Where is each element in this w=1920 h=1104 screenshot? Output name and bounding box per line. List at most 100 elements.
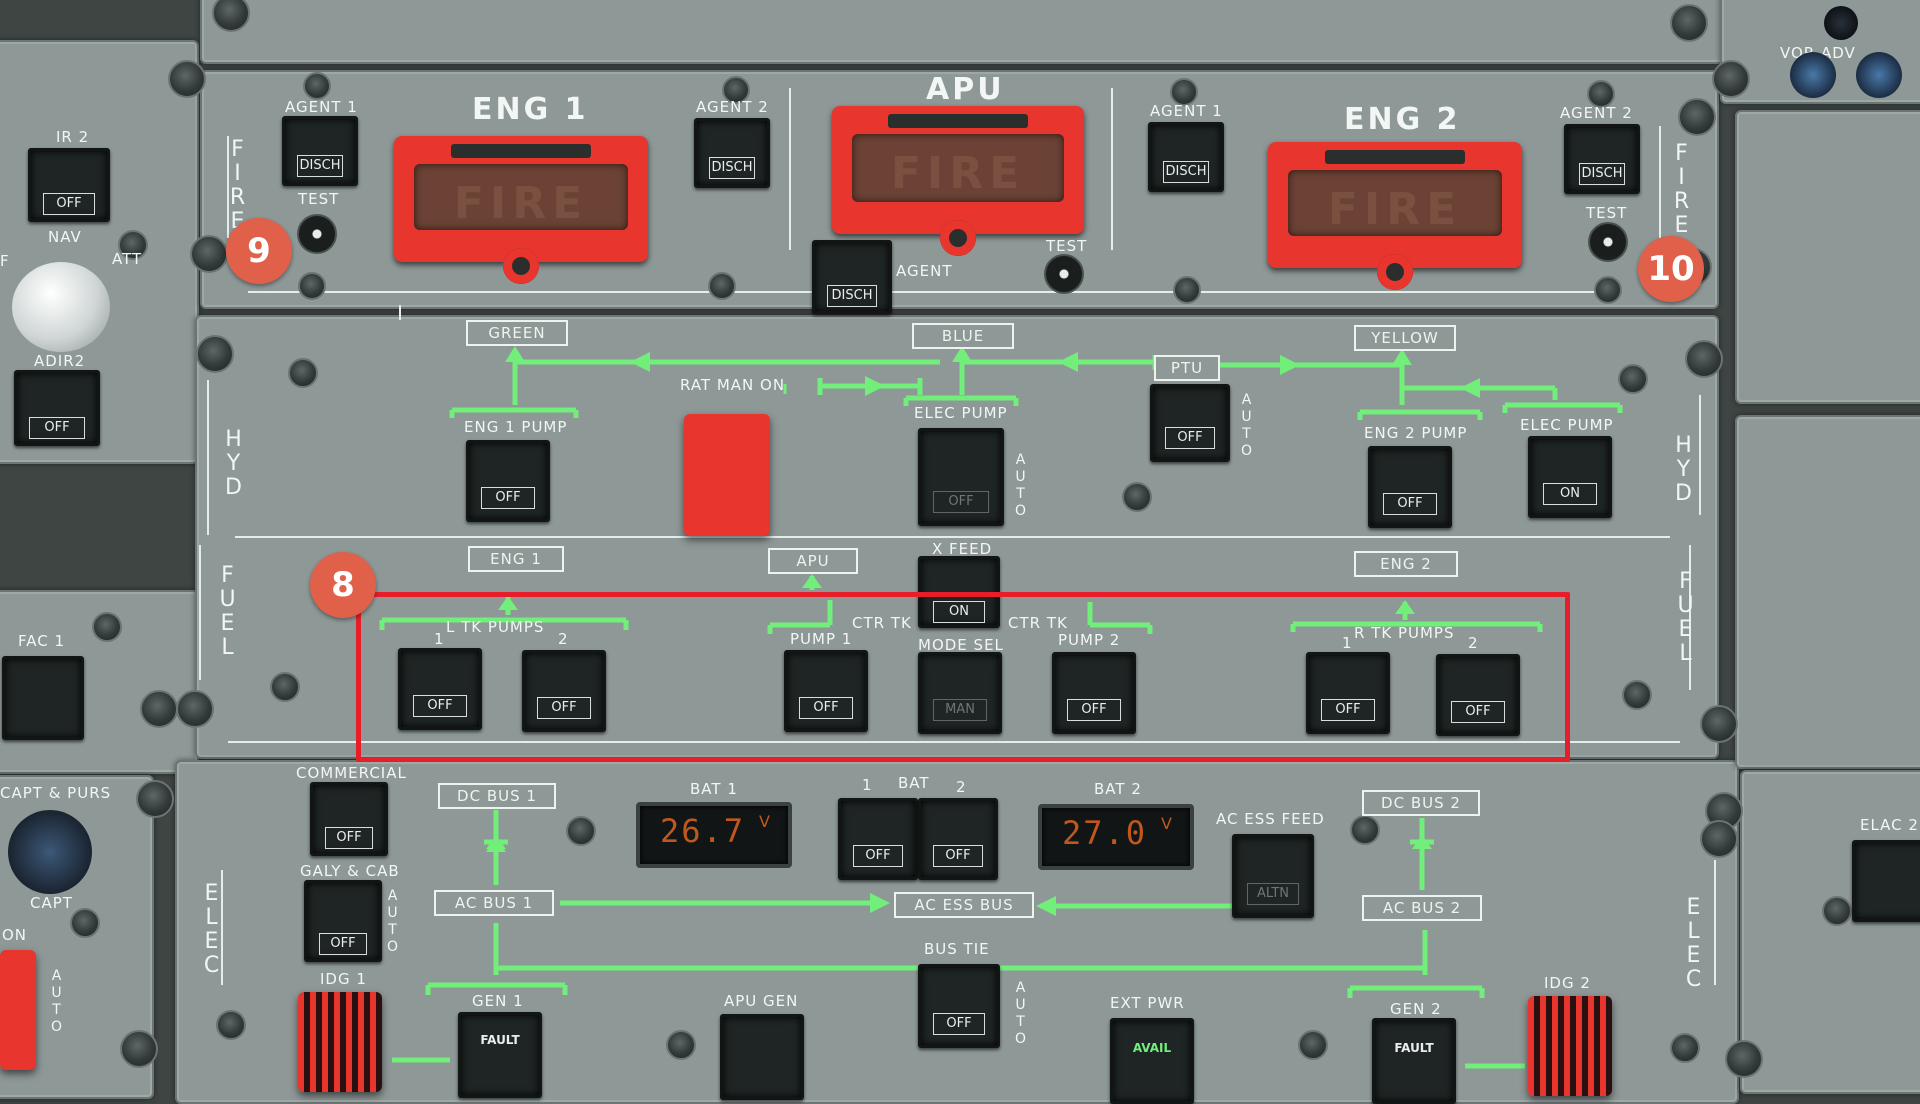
r-tk-pump1-number: 1 xyxy=(1342,634,1353,652)
apu-test-label: TEST xyxy=(1046,237,1088,255)
l-tk-pump2-button[interactable]: OFF xyxy=(522,650,606,732)
capt-purs-selector-knob[interactable] xyxy=(8,810,92,894)
disch-legend: DISCH xyxy=(297,155,343,177)
fire-handle-window: FIRE xyxy=(1288,170,1502,236)
panel-screw xyxy=(136,780,174,818)
bat-2-number: 2 xyxy=(956,778,967,796)
idg2-guard[interactable] xyxy=(1528,996,1612,1096)
l-tk-pump1-number: 1 xyxy=(434,630,445,648)
bat2-label: BAT 2 xyxy=(1094,780,1142,798)
eng1-fire-test-button[interactable] xyxy=(297,214,337,254)
gen2-button[interactable]: FAULT xyxy=(1372,1018,1456,1104)
bus-tie-auto-label: AUTO xyxy=(1014,980,1028,1047)
eng1-pump-button[interactable]: OFF xyxy=(466,440,550,522)
off-legend: OFF xyxy=(413,695,467,717)
eng2-agent1-disch-button[interactable]: DISCH xyxy=(1148,122,1224,192)
fuel-eng2-label: ENG 2 xyxy=(1354,551,1458,577)
ctr-tk-pump1-button[interactable]: OFF xyxy=(784,650,868,732)
man-legend: MAN xyxy=(933,699,987,721)
off-legend: OFF xyxy=(933,1013,985,1035)
fac1-button[interactable] xyxy=(2,656,84,740)
adir2-mode-selector-knob[interactable] xyxy=(12,262,110,352)
bat1-voltage-value: 26.7 xyxy=(660,812,746,850)
adir2-button[interactable]: OFF xyxy=(14,370,100,446)
panel-fastener xyxy=(666,1030,696,1060)
eng1-agent2-disch-button[interactable]: DISCH xyxy=(694,118,770,188)
left-red-guard[interactable] xyxy=(0,950,36,1070)
ac-ess-feed-button[interactable]: ALTN xyxy=(1232,834,1314,918)
hyd-side-label-left: HYD xyxy=(225,427,243,500)
ext-pwr-button[interactable]: AVAIL xyxy=(1110,1018,1194,1104)
mode-sel-button[interactable]: MAN xyxy=(918,652,1002,734)
panel-screw xyxy=(120,1030,158,1068)
panel-fastener xyxy=(1822,896,1852,926)
panel-screw xyxy=(1700,705,1738,743)
hyd-green-label: GREEN xyxy=(466,320,568,346)
panel-screw xyxy=(176,690,214,728)
eng2-fire-handle[interactable]: FIRE xyxy=(1268,142,1522,290)
panel-fastener xyxy=(303,72,331,100)
ir2-button[interactable]: OFF xyxy=(28,148,110,222)
ctr-tk-pump2-label: PUMP 2 xyxy=(1058,631,1121,649)
callout-badge-fire-left: 9 xyxy=(226,218,292,284)
panel-fastener xyxy=(288,358,318,388)
off-legend: OFF xyxy=(853,845,903,867)
apu-fire-test-button[interactable] xyxy=(1044,254,1084,294)
panel-fastener xyxy=(1298,1030,1328,1060)
r-tk-pumps-label: R TK PUMPS xyxy=(1354,624,1455,642)
rat-man-on-guard[interactable] xyxy=(684,414,770,536)
yellow-elec-pump-button[interactable]: ON xyxy=(1528,436,1612,518)
vor-adv-knob-right[interactable] xyxy=(1856,52,1902,98)
capt-purs-label: CAPT & PURS xyxy=(0,784,112,802)
fire-handle-text: FIRE xyxy=(1327,184,1463,235)
l-tk-pump1-button[interactable]: OFF xyxy=(398,648,482,730)
eng2-agent2-disch-button[interactable]: DISCH xyxy=(1564,124,1640,194)
elac2-button[interactable] xyxy=(1852,840,1920,922)
fire-handle-window: FIRE xyxy=(414,164,628,230)
gen1-label: GEN 1 xyxy=(472,992,524,1010)
vor-adv-knob-left[interactable] xyxy=(1790,52,1836,98)
bat2-button[interactable]: OFF xyxy=(918,798,998,880)
apu-fire-handle[interactable]: FIRE xyxy=(832,106,1084,256)
eng1-agent1-disch-button[interactable]: DISCH xyxy=(282,116,358,186)
panel-screw xyxy=(1670,4,1708,42)
commercial-button[interactable]: OFF xyxy=(310,782,388,856)
left-auto-label: AUTO xyxy=(50,968,64,1035)
r-tk-pump1-button[interactable]: OFF xyxy=(1306,652,1390,734)
fire-handle-latch xyxy=(451,144,591,158)
ctr-tk-pump2-button[interactable]: OFF xyxy=(1052,652,1136,734)
disch-legend: DISCH xyxy=(1579,163,1625,185)
panel-fastener xyxy=(92,612,122,642)
bus-tie-button[interactable]: OFF xyxy=(918,964,1000,1048)
galy-cab-button[interactable]: OFF xyxy=(304,880,382,962)
apu-agent-disch-button[interactable]: DISCH xyxy=(812,240,892,314)
adir2-label: ADIR2 xyxy=(34,352,86,370)
ac-ess-bus-label: AC ESS BUS xyxy=(894,892,1034,918)
gen1-button[interactable]: FAULT xyxy=(458,1012,542,1098)
eng2-fire-test-button[interactable] xyxy=(1588,222,1628,262)
nav-label: NAV xyxy=(48,228,82,246)
panel-fastener xyxy=(70,908,100,938)
dc-bus2-label: DC BUS 2 xyxy=(1362,790,1480,816)
right-panel-low xyxy=(1735,415,1920,769)
panel-fastener xyxy=(722,76,750,104)
eng2-pump-button[interactable]: OFF xyxy=(1368,446,1452,528)
gen2-label: GEN 2 xyxy=(1390,1000,1442,1018)
ctr-tk-label-left: CTR TK xyxy=(852,614,912,632)
idg1-guard[interactable] xyxy=(298,992,382,1092)
off-legend: OFF xyxy=(1165,427,1215,449)
blue-elec-pump-button[interactable]: OFF xyxy=(918,428,1004,526)
r-tk-pump2-button[interactable]: OFF xyxy=(1436,654,1520,736)
ctr-tk-pump1-label: PUMP 1 xyxy=(790,630,853,648)
bat1-button[interactable]: OFF xyxy=(838,798,918,880)
bat2-voltmeter: 27.0 V xyxy=(1038,804,1194,870)
top-knob[interactable] xyxy=(1824,6,1858,40)
eng1-fire-handle[interactable]: FIRE xyxy=(394,136,648,284)
apu-gen-button[interactable] xyxy=(720,1014,804,1100)
panel-fastener xyxy=(566,816,596,846)
disch-legend: DISCH xyxy=(827,285,877,307)
eng1-agent2-label: AGENT 2 xyxy=(696,98,769,116)
panel-screw xyxy=(140,690,178,728)
callout-badge-fuel: 8 xyxy=(310,552,376,618)
ptu-button[interactable]: OFF xyxy=(1150,384,1230,462)
